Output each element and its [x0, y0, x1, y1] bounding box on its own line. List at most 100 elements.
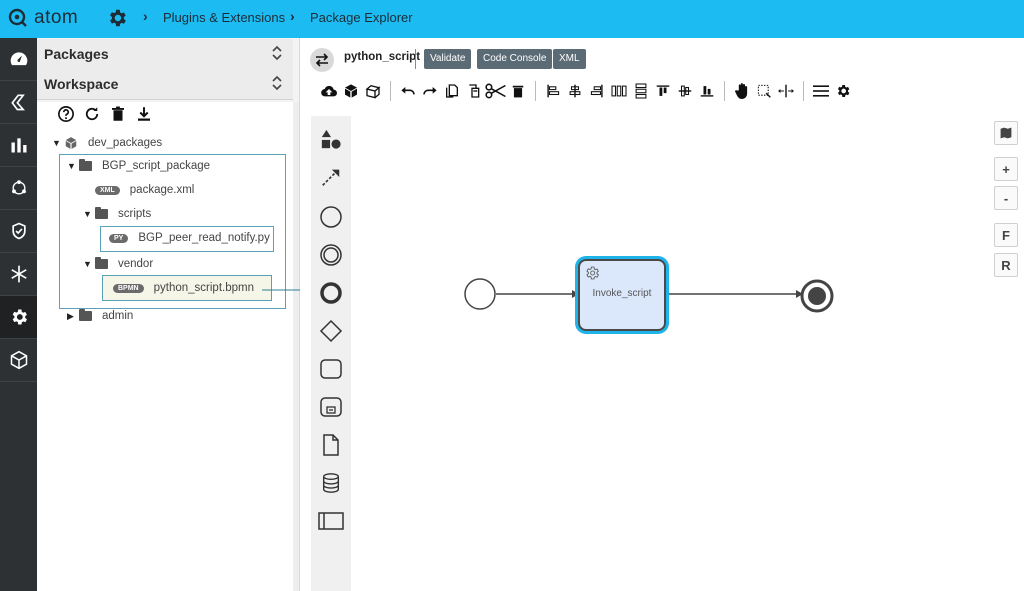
- fit-viewport-button[interactable]: F: [994, 223, 1018, 247]
- caret-down-icon[interactable]: ▼: [52, 138, 61, 148]
- map-icon: [1000, 127, 1012, 139]
- packages-header[interactable]: Packages: [37, 39, 293, 70]
- nav-plugins[interactable]: [0, 296, 37, 339]
- upload-cloud-icon[interactable]: [318, 80, 340, 102]
- settings-icon[interactable]: [832, 80, 854, 102]
- help-icon[interactable]: [57, 105, 75, 123]
- swap-view-button[interactable]: [310, 48, 334, 72]
- dashboard-icon: [10, 52, 27, 66]
- breadcrumb-package-explorer[interactable]: Package Explorer: [310, 10, 413, 25]
- space-tool-icon[interactable]: [775, 80, 797, 102]
- nav-analytics[interactable]: [0, 124, 37, 167]
- panel-scrollbar[interactable]: [293, 102, 299, 591]
- code-console-button[interactable]: Code Console: [477, 49, 553, 69]
- py-file-outline: [100, 226, 274, 252]
- align-middle-icon[interactable]: [674, 80, 696, 102]
- open-package-icon[interactable]: [362, 80, 384, 102]
- palette-shapes[interactable]: [311, 124, 351, 154]
- palette-start-event[interactable]: [311, 202, 351, 232]
- package-panel: Packages Workspace ▼ dev_packages ▼ BGP_…: [37, 38, 300, 591]
- palette-end-event[interactable]: [311, 278, 351, 308]
- tree-item-bgp-script-package[interactable]: ▼ BGP_script_package: [67, 159, 210, 172]
- expand-collapse-icon[interactable]: [271, 44, 283, 62]
- tree-item-python-script-bpmn[interactable]: BPMN python_script.bpmn: [113, 282, 254, 294]
- toolbar-separator: [535, 81, 536, 101]
- nav-snowflake[interactable]: [0, 253, 37, 296]
- tree-item-vendor[interactable]: ▼ vendor: [83, 257, 154, 270]
- palette-data-object[interactable]: [311, 430, 351, 460]
- lasso-tool-icon[interactable]: [753, 80, 775, 102]
- paste-icon[interactable]: [463, 80, 485, 102]
- gateway-icon: [319, 319, 343, 343]
- workspace-header[interactable]: Workspace: [37, 69, 293, 100]
- trash-icon[interactable]: [109, 105, 127, 123]
- palette-subprocess[interactable]: [311, 392, 351, 422]
- align-bottom-icon[interactable]: [696, 80, 718, 102]
- align-right-icon[interactable]: [586, 80, 608, 102]
- nav-topology[interactable]: [0, 167, 37, 210]
- palette-data-store[interactable]: [311, 468, 351, 498]
- shield-icon: [11, 222, 26, 240]
- cut-icon[interactable]: [485, 80, 507, 102]
- redo-icon[interactable]: [419, 80, 441, 102]
- hub-icon: [11, 180, 26, 195]
- undo-icon[interactable]: [397, 80, 419, 102]
- palette-pool[interactable]: [311, 506, 351, 536]
- zoom-in-button[interactable]: +: [994, 157, 1018, 181]
- settings-gear-icon[interactable]: [106, 7, 128, 29]
- align-top-icon[interactable]: [652, 80, 674, 102]
- tree-item-scripts[interactable]: ▼ scripts: [83, 207, 151, 220]
- breadcrumb-plugins[interactable]: Plugins & Extensions: [163, 10, 286, 25]
- menu-icon[interactable]: [810, 80, 832, 102]
- palette-intermediate-event[interactable]: [311, 240, 351, 270]
- minimap-button[interactable]: [994, 121, 1018, 145]
- element-palette: [311, 116, 351, 591]
- sequence-flow-arrowhead: [572, 290, 579, 298]
- download-icon[interactable]: [135, 105, 153, 123]
- nav-dashboard[interactable]: [0, 38, 37, 81]
- diagram-canvas[interactable]: + - F R Invoke_script: [300, 113, 1024, 591]
- reset-zoom-button[interactable]: R: [994, 253, 1018, 277]
- tree-item-admin[interactable]: ▶ admin: [67, 309, 133, 322]
- folder-icon: [95, 207, 108, 219]
- caret-right-icon[interactable]: ▶: [67, 310, 74, 321]
- caret-down-icon[interactable]: ▼: [83, 209, 92, 219]
- tree-item-bgp-peer-read-notify[interactable]: PY BGP_peer_read_notify.py: [109, 232, 270, 244]
- distribute-vertical-icon[interactable]: [630, 80, 652, 102]
- subprocess-icon: [320, 397, 342, 417]
- distribute-horizontal-icon[interactable]: [608, 80, 630, 102]
- zoom-out-button[interactable]: -: [994, 186, 1018, 210]
- left-nav-bar: [0, 38, 37, 591]
- nav-tags[interactable]: [0, 81, 37, 124]
- tree-item-dev-packages[interactable]: ▼ dev_packages: [52, 136, 162, 150]
- editor-toolbar: [318, 79, 854, 103]
- nav-packages[interactable]: [0, 339, 37, 382]
- palette-connect[interactable]: [311, 162, 351, 192]
- xml-button[interactable]: XML: [553, 49, 586, 69]
- refresh-icon[interactable]: [83, 105, 101, 123]
- breadcrumb-separator-icon: ›: [290, 8, 295, 24]
- deploy-cube-icon[interactable]: [340, 80, 362, 102]
- py-file-badge: PY: [109, 233, 129, 243]
- validate-button[interactable]: Validate: [424, 49, 472, 69]
- task-label: Invoke_script: [592, 288, 652, 299]
- start-event[interactable]: [464, 278, 496, 310]
- app-logo[interactable]: atom: [8, 7, 78, 29]
- hand-tool-icon[interactable]: [731, 80, 753, 102]
- palette-gateway[interactable]: [311, 316, 351, 346]
- expand-collapse-icon[interactable]: [271, 74, 283, 92]
- nav-security[interactable]: [0, 210, 37, 253]
- align-center-icon[interactable]: [564, 80, 586, 102]
- diagram-svg: [464, 278, 834, 313]
- caret-down-icon[interactable]: ▼: [83, 259, 92, 269]
- caret-down-icon[interactable]: ▼: [67, 161, 76, 171]
- cube-icon: [10, 350, 27, 370]
- invoke-script-task[interactable]: Invoke_script: [578, 259, 666, 331]
- align-left-icon[interactable]: [542, 80, 564, 102]
- tree-item-package-xml[interactable]: XML package.xml: [95, 184, 194, 196]
- global-connect-icon: [322, 169, 340, 186]
- palette-task[interactable]: [311, 354, 351, 384]
- copy-icon[interactable]: [441, 80, 463, 102]
- delete-icon[interactable]: [507, 80, 529, 102]
- tree-item-label: vendor: [118, 258, 154, 270]
